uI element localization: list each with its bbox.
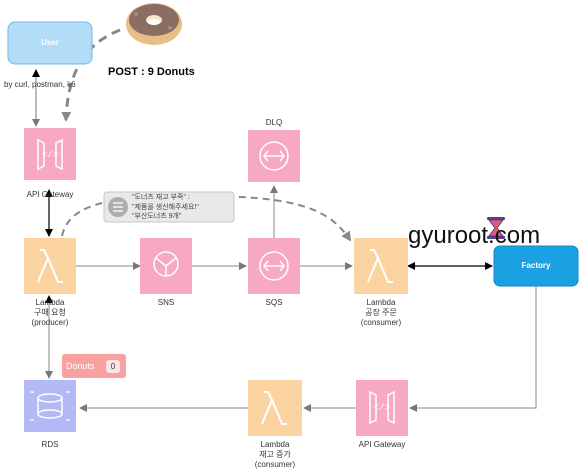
- watermark-text: gyuroot.com: [408, 222, 541, 249]
- dlq-icon: [248, 130, 300, 182]
- donuts-count: 0: [110, 362, 116, 371]
- api-gateway-top-label: API Gateway: [26, 190, 74, 199]
- rds-label: RDS: [41, 440, 59, 449]
- message-note-shape: [103, 191, 235, 223]
- post-label: POST : 9 Donuts: [108, 66, 195, 78]
- user-label: User: [41, 38, 59, 47]
- client-note: by curl, postman, k6: [4, 80, 76, 89]
- api-gateway-bottom-icon: </>: [356, 380, 408, 436]
- lambda-stock-increase-label: Lambda 재고 증가 (consumer): [254, 440, 296, 469]
- svg-text:</>: </>: [374, 403, 390, 413]
- donut-icon: [126, 3, 182, 45]
- message-list-icon: [108, 197, 128, 217]
- donuts-badge-label: Donuts: [66, 361, 95, 371]
- sns-icon: [140, 238, 192, 294]
- sqs-label: SQS: [265, 298, 283, 307]
- message-line: "제품을 생산해주세요!": [132, 203, 199, 211]
- lambda-stock-increase-icon: [248, 380, 302, 436]
- lambda-producer-label: Lambda 구매 요청 (producer): [31, 298, 69, 327]
- api-gateway-bottom-label: API Gateway: [358, 440, 406, 449]
- sns-label: SNS: [157, 298, 175, 307]
- hourglass-icon: [487, 217, 505, 239]
- donuts-count-shape: [106, 360, 120, 373]
- lambda-factory-order-icon: [354, 238, 408, 294]
- svg-text:</>: </>: [42, 150, 58, 160]
- message-note: "도너츠 재고 부족" : "제품을 생산해주세요!" "부산도너츠 9개": [132, 193, 236, 222]
- factory-label: Factory: [521, 261, 551, 270]
- factory-apigw-arrow: [409, 286, 537, 412]
- connectors: [32, 28, 537, 412]
- message-line: "부산도너츠 9개": [132, 213, 182, 220]
- rds-icon: [24, 380, 76, 432]
- post-flow-dashed-arrow: [61, 28, 121, 122]
- sqs-icon: [248, 238, 300, 294]
- message-line: "도너츠 재고 부족" :: [132, 194, 190, 201]
- lambda-factory-order-label: Lambda 공장 주문 (consumer): [360, 298, 402, 327]
- lambda-producer-icon: [24, 238, 76, 294]
- user-box-shape: [7, 21, 93, 65]
- factory-box-shape: [493, 245, 579, 287]
- api-gateway-top-icon: </>: [24, 128, 76, 180]
- dlq-label: DLQ: [265, 118, 283, 127]
